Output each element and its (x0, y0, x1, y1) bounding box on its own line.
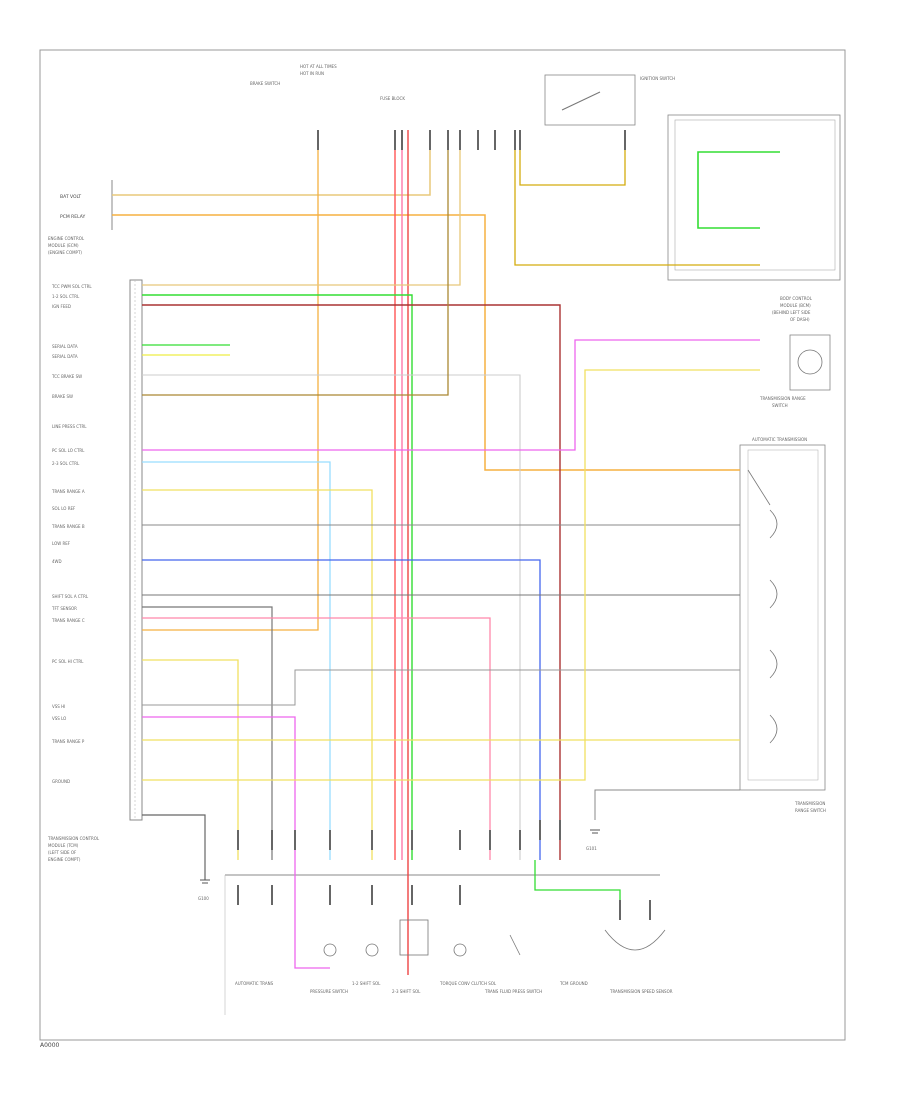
tcm-pin-label: SERIAL DATA (52, 354, 78, 359)
wire-orange-ign (142, 140, 319, 631)
tcm-pin-label: 4WD (52, 559, 62, 564)
bcm-module-inner (674, 119, 836, 271)
bottom-component-label: TORQUE CONV CLUTCH SOL (439, 981, 497, 986)
tcm-module-box (129, 279, 143, 821)
tcm-pin-label: IGN FEED (52, 304, 71, 309)
wire-yellow-range-p (142, 369, 760, 781)
wire-orange-pcm (112, 214, 740, 471)
top-connectors (317, 130, 626, 150)
wire-brown-brake (142, 140, 449, 396)
range-switch-contacts (747, 469, 778, 744)
label-ecm-3: (ENGINE COMPT) (48, 250, 82, 255)
range-sensor-box (789, 334, 831, 391)
bottom-component-label: TRANS FLUID PRESS SWITCH (484, 989, 542, 994)
label-bat-volt: BAT VOLT (60, 194, 81, 200)
label-range-sensor-1: TRANSMISSION RANGE (759, 396, 806, 401)
tcm-pin-label: TRANS RANGE B (51, 524, 85, 529)
tcm-pin-label: TFT SENSOR (51, 606, 77, 611)
label-tcm-3: (LEFT SIDE OF (48, 850, 77, 855)
tcm-pin-label: LINE PRESS CTRL (52, 424, 87, 429)
tcm-pin-label: BRAKE SW (52, 394, 73, 399)
tcm-pin-label: VSS LO (52, 716, 66, 721)
label-range-switch-2: RANGE SWITCH (795, 808, 826, 813)
wire-gray-tcc-brake (142, 374, 521, 860)
auto-trans-box (739, 444, 826, 791)
tcm-pin-label: 2-3 SOL CTRL (52, 461, 80, 466)
wire-green-speed (534, 860, 621, 910)
label-tcm-4: ENGINE COMPT) (48, 857, 81, 862)
wire-tan-ignition (519, 140, 626, 186)
tcm-pin-label: PC SOL LO CTRL (52, 448, 85, 453)
wire-pink-shift (142, 617, 491, 860)
wire-magenta-bcm (142, 339, 760, 451)
wire-gray-ground (142, 814, 206, 880)
wire-green-bcm (697, 151, 780, 229)
tcm-pin-label: LOW REF (52, 541, 71, 546)
wire-yellow-23 (142, 489, 373, 860)
range-sensor-circle (797, 349, 823, 375)
label-bcm-3: (BEHIND LEFT SIDE (772, 310, 811, 315)
wire-gray-range-c (142, 669, 740, 706)
bottom-component-label: TCM GROUND (559, 981, 588, 986)
tcm-pin-label: TCC BRAKE SW (51, 374, 82, 379)
wire-tan-bat (112, 140, 431, 196)
label-auto-trans: AUTOMATIC TRANSMISSION (752, 437, 807, 442)
label-bcm-4: OF DASH) (790, 317, 810, 322)
label-range-switch-1: TRANSMISSION (794, 801, 825, 806)
label-hot-run: HOT IN RUN (300, 71, 324, 76)
label-fuse-block: FUSE BLOCK (380, 96, 405, 101)
bottom-component-label: PRESSURE SWITCH (310, 989, 348, 994)
tcm-pin-label: 1-2 SOL CTRL (52, 294, 80, 299)
label-bcm-2: MODULE (BCM) (780, 303, 811, 308)
tcm-pin-label: TCC PWM SOL CTRL (51, 284, 92, 289)
auto-trans-inner (747, 449, 819, 781)
wire-tan-bcm (514, 140, 760, 266)
label-tcm-1: TRANSMISSION CONTROL (47, 836, 100, 841)
tcm-pin-label: TRANS RANGE A (51, 489, 85, 494)
label-ignition-switch: IGNITION SWITCH (640, 76, 675, 81)
label-bcm-1: BODY CONTROL (780, 296, 813, 301)
bottom-component-label: 1-2 SHIFT SOL (352, 981, 381, 986)
bottom-component-label: TRANSMISSION SPEED SENSOR (609, 989, 673, 994)
tcm-pin-label: PC SOL HI CTRL (52, 659, 84, 664)
wire-magenta-pc (142, 716, 330, 969)
tcm-pin-label: GROUND (52, 779, 70, 784)
label-brake-switch: BRAKE SWITCH (250, 81, 280, 86)
bottom-connectors (237, 820, 651, 920)
wire-yellow-tft (142, 659, 239, 860)
label-pcm-relay: PCM RELAY (60, 214, 85, 220)
label-ground-1: G100 (198, 896, 209, 901)
diagram-frame (39, 49, 846, 1041)
bottom-component-labels: AUTOMATIC TRANS PRESSURE SWITCH 1-2 SHIFT … (235, 981, 673, 994)
label-tcm-2: MODULE (TCM) (48, 843, 79, 848)
bottom-component-label: 2-3 SHIFT SOL (392, 989, 421, 994)
bcm-module-box (667, 114, 841, 281)
wire-gray-range-ret (594, 789, 740, 820)
label-ground-2: G101 (586, 846, 597, 851)
bottom-component-label: AUTOMATIC TRANS (235, 981, 274, 986)
label-ecm-1: ENGINE CONTROL (48, 236, 85, 241)
tcm-pin-label: TRANS RANGE C (51, 618, 85, 623)
wire-gray-low-ref (142, 606, 273, 860)
tcm-pin-label: VSS HI (52, 704, 65, 709)
label-range-sensor-2: SWITCH (772, 403, 788, 408)
tcm-pin-labels: TCC PWM SOL CTRL 1-2 SOL CTRL IGN FEED SERI… (51, 284, 92, 784)
tcm-pin-label: TRANS RANGE P (51, 739, 85, 744)
ignition-switch-box (544, 74, 636, 126)
tcm-pin-label: SOL LO REF (52, 506, 76, 511)
bottom-components (323, 919, 666, 957)
tcm-pin-label: SHIFT SOL A CTRL (52, 594, 89, 599)
page-code: A0000 (40, 1042, 60, 1049)
label-ecm-2: MODULE (ECM) (48, 243, 79, 248)
wire-darkred-ign (142, 304, 561, 860)
wire-tan-tcc (142, 140, 461, 286)
wire-green-12 (142, 294, 413, 860)
wire-lightblue (142, 461, 331, 860)
tcm-pin-label: SERIAL DATA (52, 344, 78, 349)
ground-symbols (200, 829, 600, 884)
wire-blue-4wd (142, 559, 541, 860)
ignition-switch-contact (561, 91, 601, 111)
label-hot-all: HOT AT ALL TIMES (300, 64, 337, 69)
